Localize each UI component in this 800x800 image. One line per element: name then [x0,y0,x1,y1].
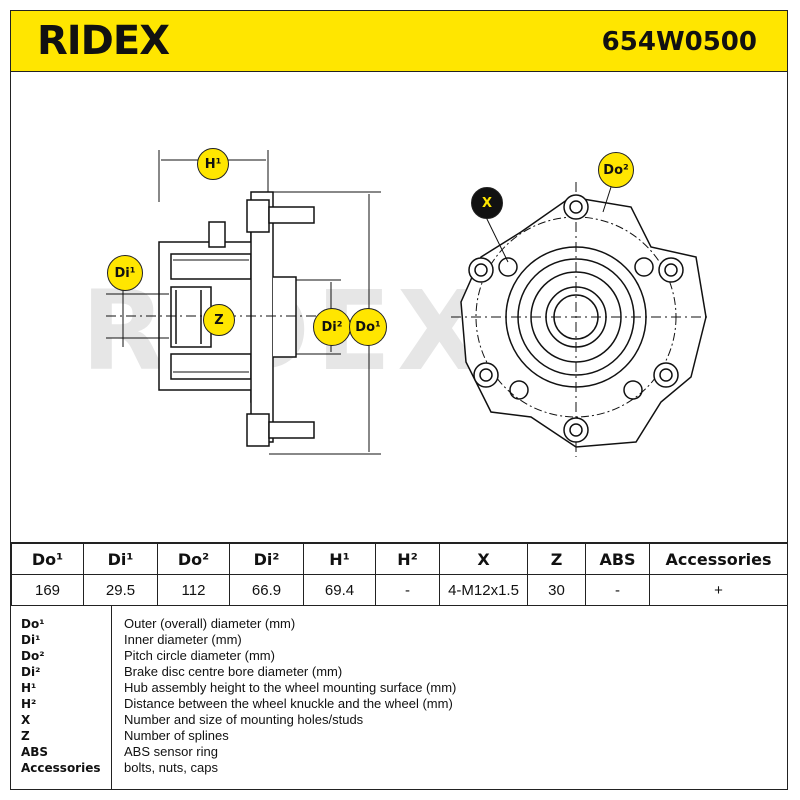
value-cell: 29.5 [83,574,158,606]
legend-key: Z [21,729,30,743]
legend-desc: bolts, nuts, caps [124,760,218,775]
legend-desc: Number and size of mounting holes/studs [124,712,364,727]
page-frame [10,10,788,790]
legend-row: X Number and size of mounting holes/studs [11,712,787,728]
legend-key: H² [21,697,37,711]
legend-key: Di¹ [21,633,41,647]
value-cell: - [585,574,650,606]
header-cell: Do² [157,542,230,575]
header-cell: X [439,542,528,575]
header-cell: Di² [229,542,304,575]
header-cell: Do¹ [11,542,84,575]
do2-callout: Do² [598,152,634,188]
front-view [451,182,711,457]
legend-desc: Number of splines [124,728,229,743]
legend-desc: ABS sensor ring [124,744,218,759]
legend-desc: Distance between the wheel knuckle and t… [124,696,453,711]
value-cell: 66.9 [229,574,304,606]
di1-callout: Di¹ [107,255,143,291]
value-cell: 30 [527,574,586,606]
legend-key: Do² [21,649,45,663]
legend-key: ABS [21,745,49,759]
value-cell: 69.4 [303,574,376,606]
legend-desc: Pitch circle diameter (mm) [124,648,275,663]
header-cell: Z [527,542,586,575]
legend-row: Di² Brake disc centre bore diameter (mm) [11,664,787,680]
header-cell: H² [375,542,440,575]
header-bar: RIDEX 654W0500 [11,11,787,72]
legend-key: H¹ [21,681,37,695]
legend-desc: Inner diameter (mm) [124,632,242,647]
value-cell: - [375,574,440,606]
value-cell: 4-M12x1.5 [439,574,528,606]
legend-desc: Brake disc centre bore diameter (mm) [124,664,343,679]
hub-drawing-svg [106,150,711,457]
value-cell: 169 [11,574,84,606]
header-cell: ABS [585,542,650,575]
header-cell: Di¹ [83,542,158,575]
specs-header-row: Do¹ Di¹ Do² Di² H¹ H² X Z ABS Accessorie… [11,542,788,575]
brand-logo: RIDEX [37,18,170,64]
technical-drawing: RIDEX [11,72,787,542]
legend-key: X [21,713,31,727]
legend-key: Di² [21,665,41,679]
z-callout: Z [203,304,235,336]
legend-row: Di¹ Inner diameter (mm) [11,632,787,648]
legend-row: Z Number of splines [11,728,787,744]
do1-callout: Do¹ [349,308,387,346]
value-cell: 112 [157,574,230,606]
legend-divider [111,606,112,790]
legend-row: H² Distance between the wheel knuckle and… [11,696,787,712]
legend-panel: Do¹ Outer (overall) diameter (mm) Di¹ Inne… [11,605,787,790]
part-number: 654W0500 [601,27,757,57]
legend-key: Do¹ [21,617,45,631]
legend-desc: Hub assembly height to the wheel mountin… [124,680,457,695]
header-cell: Accessories [649,542,788,575]
di2-callout: Di² [313,308,351,346]
specs-table: Do¹ Di¹ Do² Di² H¹ H² X Z ABS Accessorie… [11,542,788,606]
header-cell: H¹ [303,542,376,575]
specs-value-row: 169 29.5 112 66.9 69.4 - 4-M12x1.5 30 - … [11,574,788,606]
legend-row: ABS ABS sensor ring [11,744,787,760]
legend-row: Accessories bolts, nuts, caps [11,760,787,776]
x-callout: X [471,187,503,219]
value-cell: + [649,574,788,606]
side-view [106,150,381,455]
legend-row: Do² Pitch circle diameter (mm) [11,648,787,664]
legend-desc: Outer (overall) diameter (mm) [124,616,296,631]
legend-key: Accessories [21,761,101,775]
h1-callout: H¹ [197,148,229,180]
legend-row: H¹ Hub assembly height to the wheel mount… [11,680,787,696]
legend-row: Do¹ Outer (overall) diameter (mm) [11,616,787,632]
